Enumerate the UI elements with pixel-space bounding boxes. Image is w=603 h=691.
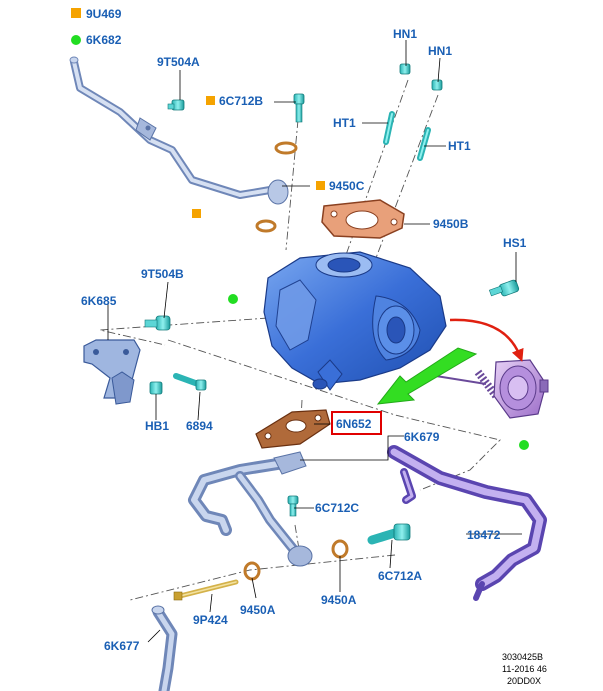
label-6894: 6894	[186, 419, 213, 433]
label-ht1-a: HT1	[333, 116, 356, 130]
label-6c712a: 6C712A	[378, 569, 422, 583]
oil-return-pipe	[152, 456, 299, 691]
marker-circle-actuator	[519, 440, 529, 450]
label-9450a-1: 9450A	[240, 603, 276, 617]
label-6c712c: 6C712C	[315, 501, 359, 515]
stud-hn1-b	[431, 79, 443, 91]
legend-label-9u469: 9U469	[86, 7, 122, 21]
reference-date: 11-2016 46	[502, 664, 547, 674]
reference-code: 3030425B	[502, 652, 543, 662]
bolt-6c712c	[287, 495, 299, 517]
label-18472: 18472	[467, 528, 501, 542]
marker-square-6c712b	[206, 96, 215, 105]
legend-square-marker	[71, 8, 81, 18]
stud-hn1-a	[399, 63, 411, 75]
bolt-hb1	[149, 381, 163, 395]
copper-washers	[243, 141, 349, 581]
marker-square-9t504a	[192, 209, 201, 218]
marker-square-9450c	[316, 181, 325, 190]
marker-circle-turbo	[228, 294, 238, 304]
label-ht1-b: HT1	[448, 139, 471, 153]
label-hs1: HS1	[503, 236, 527, 250]
label-hb1: HB1	[145, 419, 169, 433]
oil-return-fittings	[151, 451, 313, 615]
bolt-9t504a	[167, 99, 185, 111]
stud-ht1-b	[417, 127, 431, 161]
label-6k677: 6K677	[104, 639, 140, 653]
highlight-box-6n652	[331, 411, 382, 435]
legend: 9U469 6K682	[71, 7, 122, 47]
label-9t504b: 9T504B	[141, 267, 184, 281]
green-direction-arrow	[376, 347, 478, 405]
fitting-6c712a	[367, 523, 411, 545]
label-9450a-2: 9450A	[321, 593, 357, 607]
label-6k685: 6K685	[81, 294, 117, 308]
bolt-6894	[173, 373, 207, 391]
part-labels: HN1 HN1 9T504A 6C712B HT1 HT1 9450C 9450…	[81, 27, 527, 653]
label-9450c: 9450C	[329, 179, 365, 193]
label-9450b: 9450B	[433, 217, 469, 231]
bolt-9t504b	[144, 315, 171, 331]
stud-ht1-a	[383, 111, 395, 145]
label-hn1-a: HN1	[393, 27, 417, 41]
legend-label-6k682: 6K682	[86, 33, 122, 47]
gasket-6n652	[255, 409, 331, 449]
label-6n652: 6N652	[336, 417, 372, 431]
bolt-hs1	[488, 279, 520, 297]
bracket-6k685	[83, 339, 141, 405]
bolt-9p424	[173, 579, 239, 601]
label-9t504a: 9T504A	[157, 55, 200, 69]
leader-lines	[107, 40, 522, 643]
reference-id: 20DD0X	[507, 676, 541, 686]
wastegate-actuator	[435, 359, 549, 419]
label-6c712b: 6C712B	[219, 94, 263, 108]
figure-reference: 3030425B 11-2016 46 20DD0X	[502, 652, 547, 686]
oil-feed-pipe	[69, 56, 289, 205]
turbocharger-body	[263, 251, 447, 391]
label-9p424: 9P424	[193, 613, 228, 627]
label-hn1-b: HN1	[428, 44, 452, 58]
gasket-9450b	[321, 199, 405, 239]
label-6k679: 6K679	[404, 430, 440, 444]
red-direction-arrow	[449, 318, 524, 362]
coolant-hose-18472	[387, 445, 547, 601]
part-markers	[192, 96, 529, 450]
legend-circle-marker	[71, 35, 81, 45]
bolt-6c712b	[293, 93, 305, 123]
